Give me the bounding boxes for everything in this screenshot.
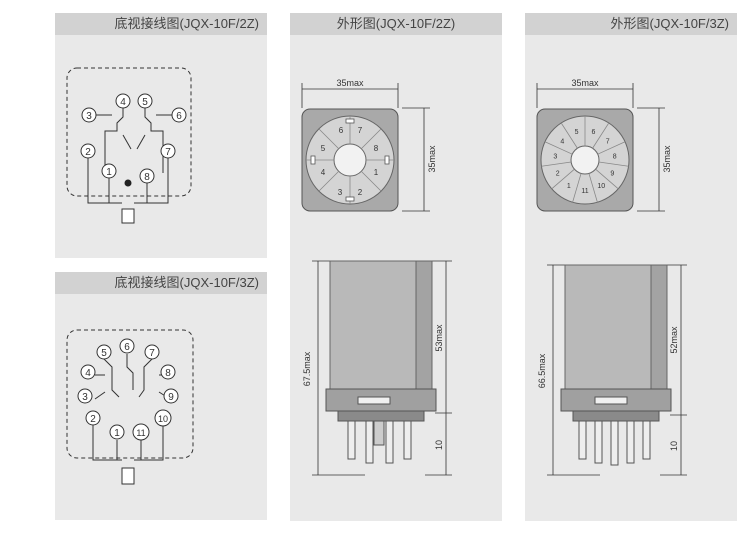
- socket-pin-9: 9: [610, 170, 614, 177]
- pin-11: 11: [132, 423, 150, 441]
- svg-text:4: 4: [85, 368, 91, 379]
- dim-depth-3z: 35max: [662, 145, 672, 173]
- dim-pin-length-2z: 10: [434, 440, 444, 450]
- wiring-panel-3z: 底视接线图(JQX-10F/3Z) 1 2 3 4 5 6 7 8 9: [55, 272, 267, 520]
- pin-4: 4: [115, 93, 131, 109]
- socket-pin-3: 3: [553, 154, 557, 161]
- socket-pin-2: 2: [556, 170, 560, 177]
- pin-9: 9: [163, 388, 179, 404]
- pin-3: 3: [77, 388, 93, 404]
- pin-8: 8: [160, 364, 176, 380]
- pin-labels-2z: 1 2 3 4 5 6 7 8: [80, 93, 187, 184]
- svg-text:8: 8: [165, 368, 171, 379]
- pin-1: 1: [109, 424, 125, 440]
- pin-4: 4: [80, 364, 96, 380]
- socket-numbers-2z: 6 7 8 1 2 3 4 5: [321, 126, 379, 197]
- wiring-panel-3z-title: 底视接线图(JQX-10F/3Z): [55, 272, 267, 294]
- wiring-panel-2z-title: 底视接线图(JQX-10F/2Z): [55, 13, 267, 35]
- socket-pin-11: 11: [581, 188, 588, 195]
- svg-text:4: 4: [321, 168, 326, 177]
- svg-text:1: 1: [374, 168, 379, 177]
- dim-total-height-2z: 67.5max: [302, 351, 312, 386]
- svg-text:2: 2: [358, 188, 363, 197]
- wiring-panel-2z: 底视接线图(JQX-10F/2Z) 1 2 3 4 5 6 7 8: [55, 13, 267, 258]
- pin-6: 6: [171, 107, 187, 123]
- svg-text:6: 6: [339, 126, 344, 135]
- pin-5: 5: [96, 344, 112, 360]
- svg-text:7: 7: [165, 147, 171, 158]
- dim-body-height-3z: 52max: [669, 326, 679, 354]
- dim-body-height-2z: 53max: [434, 324, 444, 352]
- socket-pin-6: 6: [591, 129, 595, 136]
- pin-6: 6: [119, 338, 135, 354]
- pin-7: 7: [144, 344, 160, 360]
- socket-pin-1: 1: [567, 183, 571, 190]
- pin-2: 2: [80, 143, 96, 159]
- outline-panel-3z-title: 外形图(JQX-10F/3Z): [525, 13, 737, 35]
- svg-text:1: 1: [106, 167, 112, 178]
- pin-3: 3: [81, 107, 97, 123]
- dim-pin-length-3z: 10: [669, 441, 679, 451]
- svg-text:2: 2: [85, 147, 91, 158]
- svg-text:4: 4: [120, 97, 126, 108]
- outline-drawing-2z: 35max 35max 6 7 8 1 2 3 4 5: [301, 78, 452, 476]
- pin-10: 10: [154, 409, 172, 427]
- svg-text:5: 5: [142, 97, 148, 108]
- svg-text:5: 5: [101, 348, 107, 359]
- outline-panel-2z-title: 外形图(JQX-10F/2Z): [290, 13, 502, 35]
- svg-text:11: 11: [136, 428, 145, 438]
- socket-pin-5: 5: [575, 129, 579, 136]
- svg-text:6: 6: [124, 342, 130, 353]
- socket-pin-7: 7: [606, 138, 610, 145]
- socket-pin-4: 4: [560, 138, 564, 145]
- svg-text:10: 10: [158, 414, 168, 424]
- socket-pin-8: 8: [613, 154, 617, 161]
- svg-text:7: 7: [358, 126, 363, 135]
- svg-text:6: 6: [176, 111, 182, 122]
- svg-text:1: 1: [114, 428, 120, 439]
- wiring-diagram-2z: 1 2 3 4 5 6 7 8: [66, 67, 192, 224]
- svg-text:9: 9: [168, 392, 174, 403]
- pin-5: 5: [137, 93, 153, 109]
- svg-text:5: 5: [321, 144, 326, 153]
- svg-text:3: 3: [82, 392, 88, 403]
- socket-pin-10: 10: [597, 183, 605, 190]
- pin-8: 8: [139, 168, 155, 184]
- outline-panel-2z: 外形图(JQX-10F/2Z) 35max 35max 6 7 8 1 2: [290, 13, 502, 521]
- svg-text:3: 3: [338, 188, 343, 197]
- svg-text:7: 7: [149, 348, 155, 359]
- wiring-diagram-3z: 1 2 3 4 5 6 7 8 9 10 11: [66, 329, 194, 485]
- dim-total-height-3z: 66.5max: [537, 353, 547, 388]
- pin-1: 1: [101, 163, 117, 179]
- svg-text:8: 8: [144, 172, 150, 183]
- svg-text:8: 8: [374, 144, 379, 153]
- pin-labels-3z: 1 2 3 4 5 6 7 8 9 10 11: [77, 338, 179, 441]
- svg-text:3: 3: [86, 111, 92, 122]
- dim-width-2z: 35max: [336, 78, 364, 88]
- pin-2: 2: [85, 410, 101, 426]
- dim-width-3z: 35max: [571, 78, 599, 88]
- pin-7: 7: [160, 143, 176, 159]
- svg-text:2: 2: [90, 414, 96, 425]
- dim-depth-2z: 35max: [427, 145, 437, 173]
